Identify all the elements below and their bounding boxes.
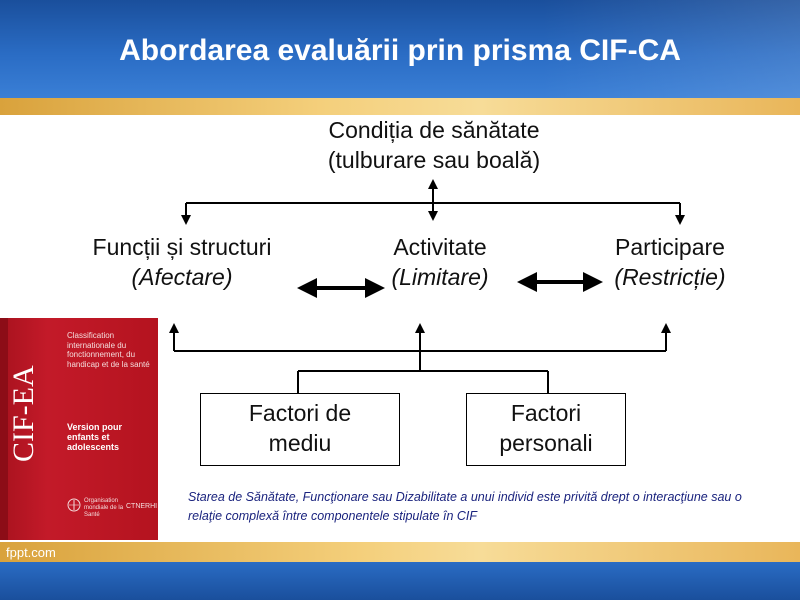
- node-activity-line2: (Limitare): [391, 264, 489, 290]
- brand-label[interactable]: fppt.com: [6, 545, 56, 560]
- node-functions-line2: (Afectare): [131, 264, 233, 290]
- footer-gold-band: [0, 542, 800, 562]
- book-publisher: CTNERHI: [126, 503, 158, 510]
- cif-ea-book-cover: CIF-EA Classification internationale du …: [0, 318, 158, 540]
- book-organization: Organisation mondiale de la Santé: [84, 498, 124, 518]
- health-condition-line1: Condiția de sănătate: [328, 117, 540, 143]
- environment-factors-line2: mediu: [268, 430, 332, 456]
- node-activity: Activitate (Limitare): [348, 232, 532, 292]
- box-personal-factors: [466, 393, 626, 466]
- who-emblem-icon: [67, 498, 81, 512]
- book-version: Version pour enfants et adolescents: [67, 422, 123, 452]
- personal-factors-line2: personali: [499, 430, 593, 456]
- slide-title: Abordarea evaluării prin prisma CIF-CA: [119, 34, 681, 67]
- node-participation: Participare (Restricție): [590, 232, 750, 292]
- personal-factors-line1: Factori: [510, 400, 582, 426]
- node-participation-line1: Participare: [615, 234, 725, 260]
- slide-header: [0, 0, 800, 98]
- health-condition-line2: (tulburare sau boală): [327, 147, 541, 173]
- node-functions-line1: Funcții și structuri: [92, 234, 272, 260]
- health-condition: Condiția de sănătate (tulburare sau boal…: [284, 115, 584, 175]
- node-participation-line2: (Restricție): [614, 264, 726, 290]
- book-title: CIF-EA: [7, 365, 40, 462]
- header-gold-band: [0, 98, 800, 115]
- node-activity-line1: Activitate: [393, 234, 487, 260]
- diagram-note: Starea de Sănătate, Funcţionare sau Diza…: [188, 490, 742, 523]
- book-description: Classification internationale du fonctio…: [67, 331, 150, 369]
- box-environment-factors: [200, 393, 400, 466]
- footer-blue-band: [0, 562, 800, 600]
- personal-factors-text: Factori personali: [466, 398, 626, 458]
- node-functions: Funcții și structuri (Afectare): [62, 232, 302, 292]
- environment-factors-line1: Factori de: [248, 400, 352, 426]
- header-shine: [540, 0, 800, 98]
- book-spine-stripe: [0, 318, 8, 540]
- environment-factors-text: Factori de mediu: [200, 398, 400, 458]
